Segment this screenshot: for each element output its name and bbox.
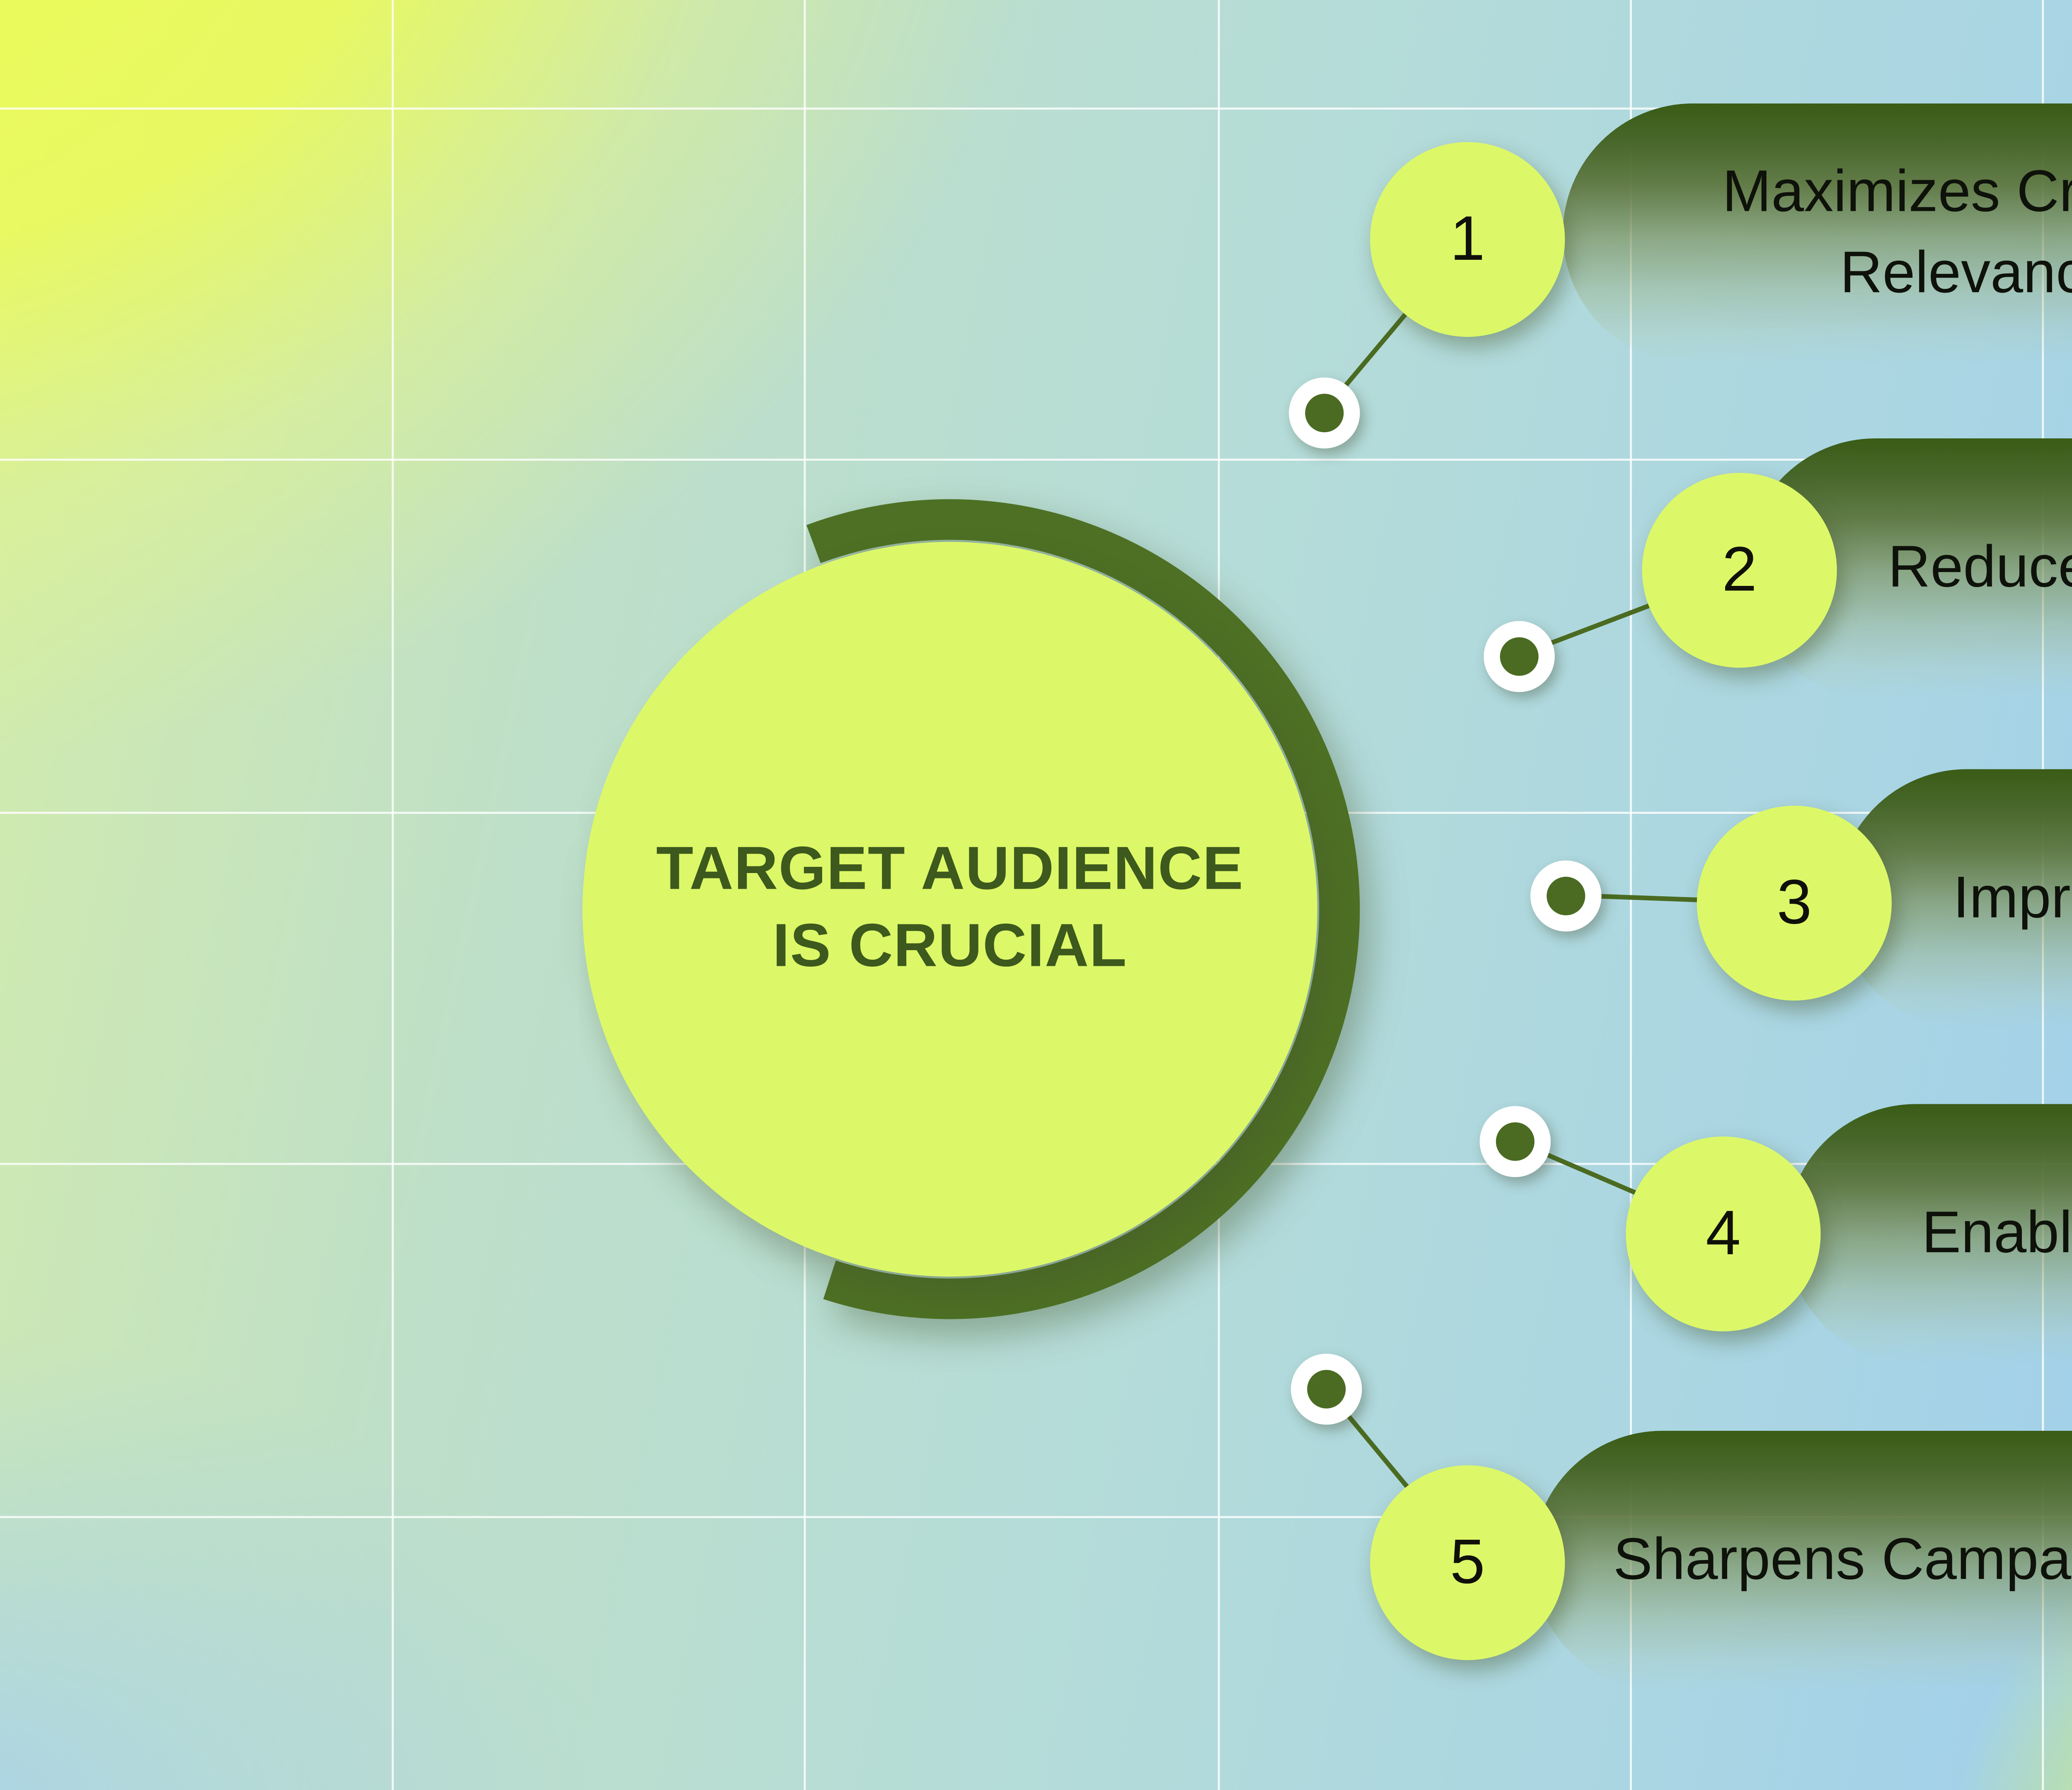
connector-dot-5 — [1290, 1352, 1361, 1424]
benefit-label: Sharpens Campaign Focus — [1613, 1528, 2072, 1593]
badge-number: 4 — [1706, 1197, 1741, 1269]
grid-line-vertical — [392, 0, 395, 1790]
number-badge-2: 2 — [1642, 473, 1837, 668]
number-badge-1: 1 — [1370, 142, 1565, 337]
grid-line-horizontal — [0, 1516, 2072, 1519]
connector-dot-1 — [1288, 376, 1359, 448]
benefit-pill-4: Enables Better Scaling — [1786, 1104, 2072, 1364]
page-title-line1: TARGET AUDIENCE — [656, 835, 1244, 902]
badge-number: 3 — [1777, 866, 1812, 938]
number-badge-5: 5 — [1370, 1465, 1565, 1660]
benefit-label: Enables Better Scaling — [1922, 1201, 2072, 1267]
connector-dot-core — [1545, 876, 1584, 914]
badge-number: 1 — [1450, 203, 1485, 274]
connector-dot-2 — [1482, 620, 1554, 691]
central-topic-circle: TARGET AUDIENCE IS CRUCIAL — [582, 542, 1317, 1277]
connector-dot-core — [1499, 636, 1538, 675]
benefit-pill-1: Maximizes Creative Relevance — [1563, 103, 2072, 363]
benefit-label: Improves Testing Insights — [1953, 866, 2072, 932]
connector-dot-core — [1495, 1121, 1534, 1160]
benefit-pill-5: Sharpens Campaign Focus — [1532, 1431, 2072, 1691]
page-title-line2: IS CRUCIAL — [772, 913, 1127, 980]
badge-number: 5 — [1450, 1526, 1485, 1597]
connector-dot-3 — [1529, 859, 1601, 931]
ring-arc — [806, 499, 1360, 1319]
benefit-label: Maximizes Creative Relevance — [1722, 160, 2072, 307]
connector-dot-core — [1304, 392, 1343, 431]
badge-number: 2 — [1722, 534, 1757, 605]
grid-line-vertical — [1630, 0, 1633, 1790]
connector-dot-core — [1306, 1369, 1345, 1408]
number-badge-4: 4 — [1626, 1136, 1821, 1332]
connector-dot-4 — [1479, 1105, 1550, 1176]
benefit-label: Reduces Wasted Budget — [1888, 536, 2072, 601]
grid-line-horizontal — [0, 458, 2072, 462]
number-badge-3: 3 — [1697, 806, 1892, 1001]
grid-line-horizontal — [0, 107, 2072, 111]
